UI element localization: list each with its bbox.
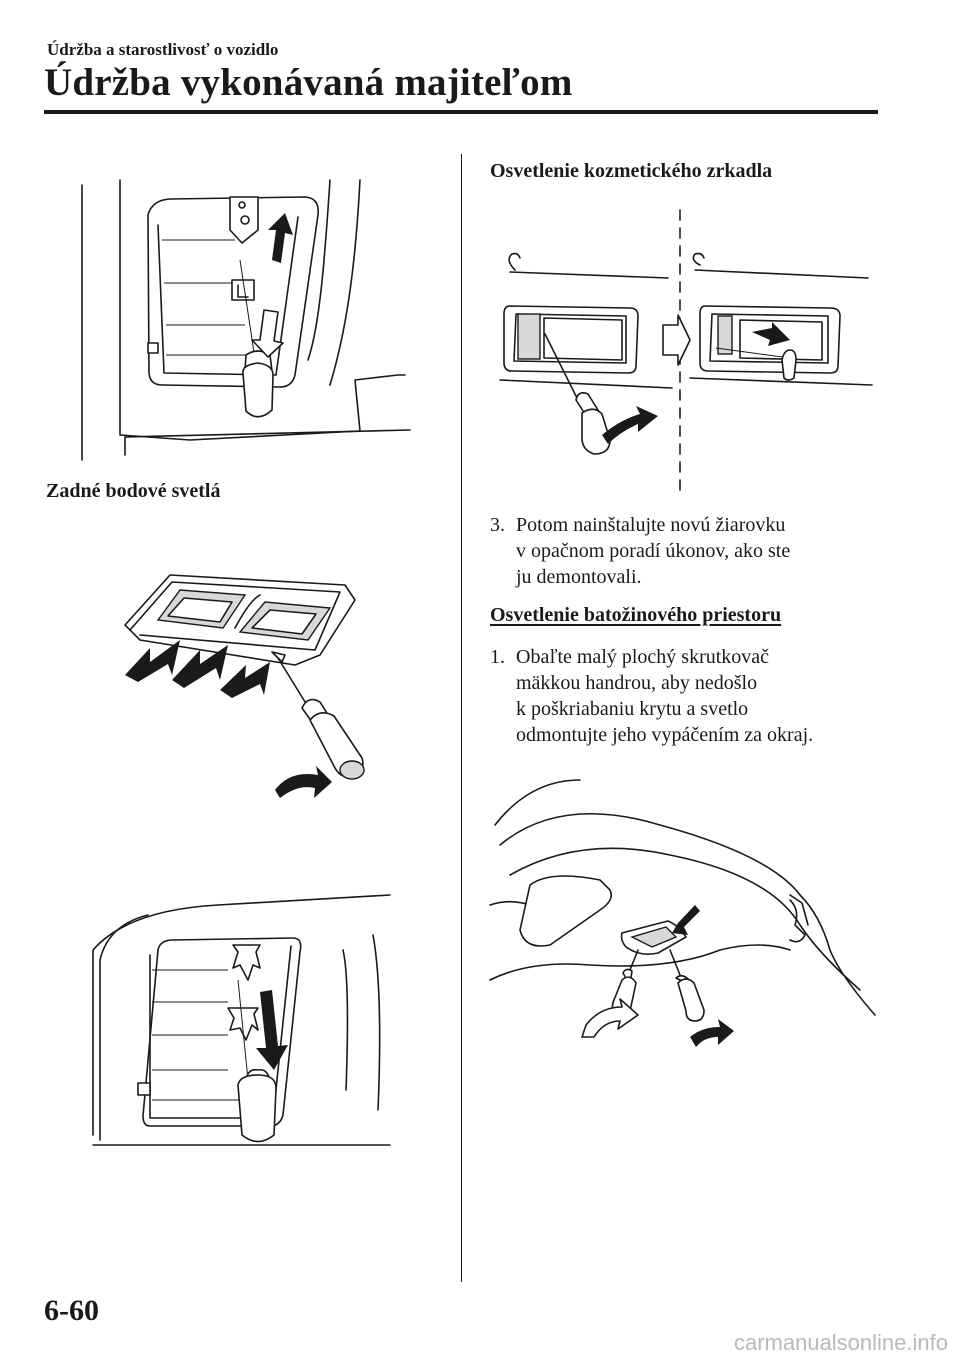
luggage-light-illustration (489, 779, 876, 1047)
step-3-number: 3. (490, 514, 505, 536)
step-1-line: k poškriabaniu krytu a svetlo (516, 698, 749, 720)
step-1: 1. Obaľte malý plochý skrutkovač mäkkou … (490, 644, 890, 748)
section-label: Údržba a starostlivosť o vozidlo (47, 40, 279, 59)
step-1-number: 1. (490, 646, 505, 668)
vanity-heading: Osvetlenie kozmetického zrkadla (490, 160, 773, 182)
watermark: carmanualsonline.info (733, 1330, 948, 1355)
step-3-line: ju demontovali. (516, 566, 642, 588)
rear-spot-light-illustration (124, 574, 365, 798)
step-1-line: odmontujte jeho vypáčením za okraj. (516, 724, 814, 746)
vanity-mirror-light-illustration (499, 209, 873, 491)
map-light-bulb-illustration (81, 179, 411, 461)
step-3-line: v opačnom poradí úkonov, ako ste (516, 540, 791, 562)
page-title: Údržba vykonávaná majiteľom (44, 61, 573, 104)
step-3-line: Potom nainštalujte novú žiarovku (516, 514, 786, 536)
title-rule (44, 110, 878, 114)
rear-spot-heading: Zadné bodové svetlá (46, 480, 221, 502)
page-number: 6-60 (44, 1294, 99, 1327)
step-1-line: mäkkou handrou, aby nedošlo (516, 672, 758, 694)
luggage-heading: Osvetlenie batožinového priestoru (490, 604, 782, 626)
step-3: 3. Potom nainštalujte novú žiarovku v op… (490, 512, 890, 590)
rear-spot-bulb-illustration (92, 894, 391, 1146)
column-divider (461, 154, 462, 1282)
step-1-line: Obaľte malý plochý skrutkovač (516, 646, 770, 668)
